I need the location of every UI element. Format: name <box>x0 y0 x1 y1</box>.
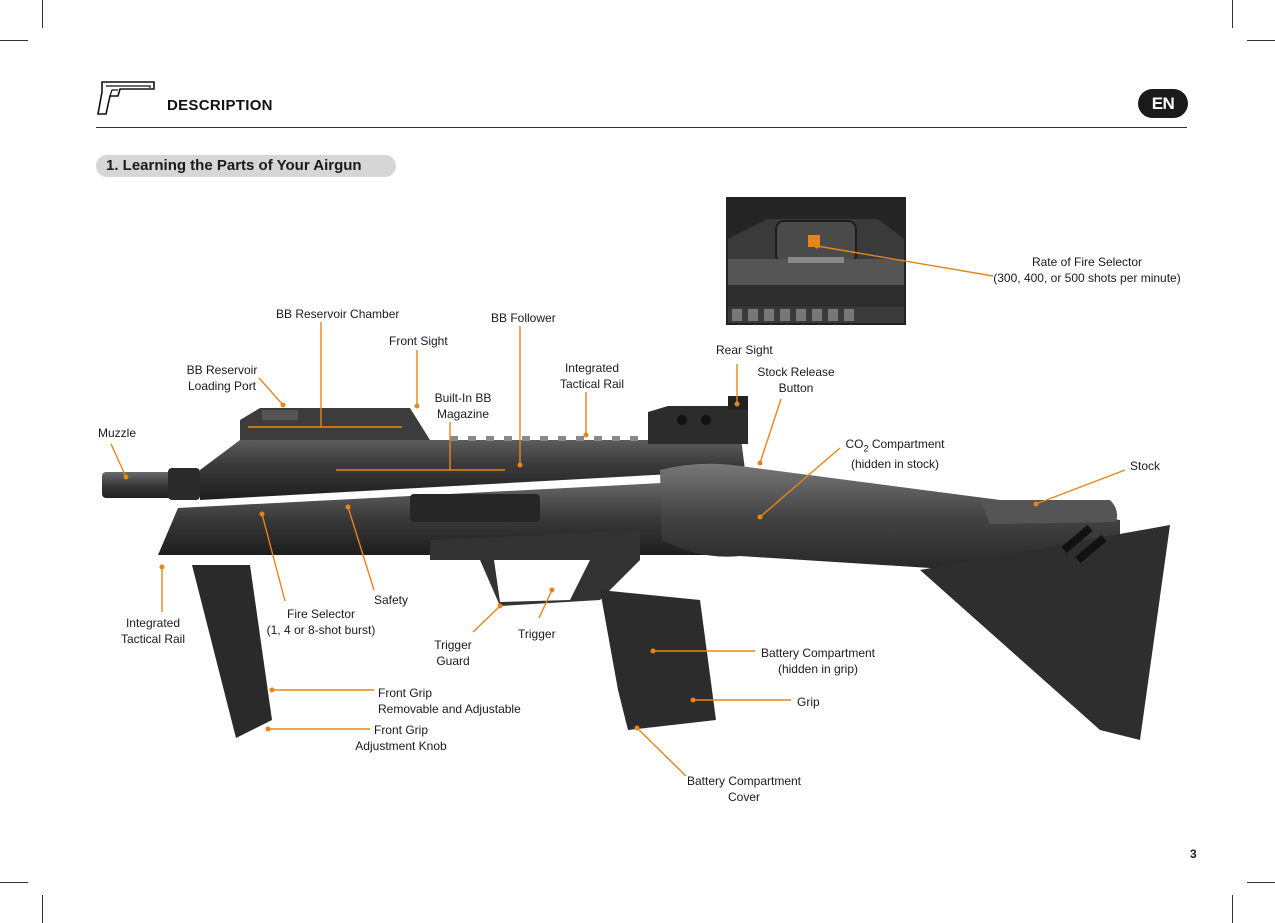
label-built-in-bb-magazine: Built-In BB Magazine <box>434 391 492 421</box>
label-stock-release-button: Stock Release Button <box>757 365 835 395</box>
label-fire-selector: Fire Selector (1, 4 or 8-shot burst) <box>266 607 376 637</box>
label-grip: Grip <box>797 695 820 709</box>
crop-mark <box>0 40 28 41</box>
crop-mark <box>1232 0 1233 28</box>
crop-mark <box>1232 895 1233 923</box>
section-title: 1. Learning the Parts of Your Airgun <box>106 157 362 174</box>
rate-of-fire-inset <box>726 197 906 325</box>
label-rear-sight: Rear Sight <box>716 343 773 357</box>
language-badge: EN <box>1138 89 1188 118</box>
label-bb-reservoir-chamber: BB Reservoir Chamber <box>276 307 400 321</box>
label-integrated-tactical-rail-bottom: Integrated Tactical Rail <box>120 616 186 646</box>
section-pill <box>96 155 396 177</box>
header-divider <box>96 127 1187 128</box>
label-rate-of-fire-selector: Rate of Fire Selector (300, 400, or 500 … <box>993 255 1181 285</box>
crop-mark <box>42 0 43 28</box>
label-battery-compartment-cover: Battery Compartment Cover <box>686 774 802 804</box>
label-stock: Stock <box>1130 459 1161 473</box>
label-integrated-tactical-rail-top: Integrated Tactical Rail <box>559 361 625 391</box>
label-front-grip-adjustment-knob: Front Grip Adjustment Knob <box>355 723 447 753</box>
crop-mark <box>1247 40 1275 41</box>
label-co2-compartment: CO2 Compartment (hidden in stock) <box>845 437 945 472</box>
label-battery-compartment: Battery Compartment (hidden in grip) <box>760 646 876 676</box>
crop-mark <box>0 882 28 883</box>
label-trigger-guard: Trigger Guard <box>434 638 472 668</box>
label-trigger: Trigger <box>518 627 556 641</box>
page-number: 3 <box>1190 847 1197 861</box>
page-title: DESCRIPTION <box>167 97 273 114</box>
crop-mark <box>42 895 43 923</box>
crop-mark <box>1247 882 1275 883</box>
label-muzzle: Muzzle <box>98 426 137 440</box>
label-safety: Safety <box>374 593 409 607</box>
label-bb-reservoir-loading-port: BB Reservoir Loading Port <box>186 363 258 393</box>
pistol-outline-icon <box>97 81 155 115</box>
label-bb-follower: BB Follower <box>491 311 556 325</box>
label-front-sight: Front Sight <box>389 334 448 348</box>
label-front-grip: Front Grip Removable and Adjustable <box>378 686 521 716</box>
